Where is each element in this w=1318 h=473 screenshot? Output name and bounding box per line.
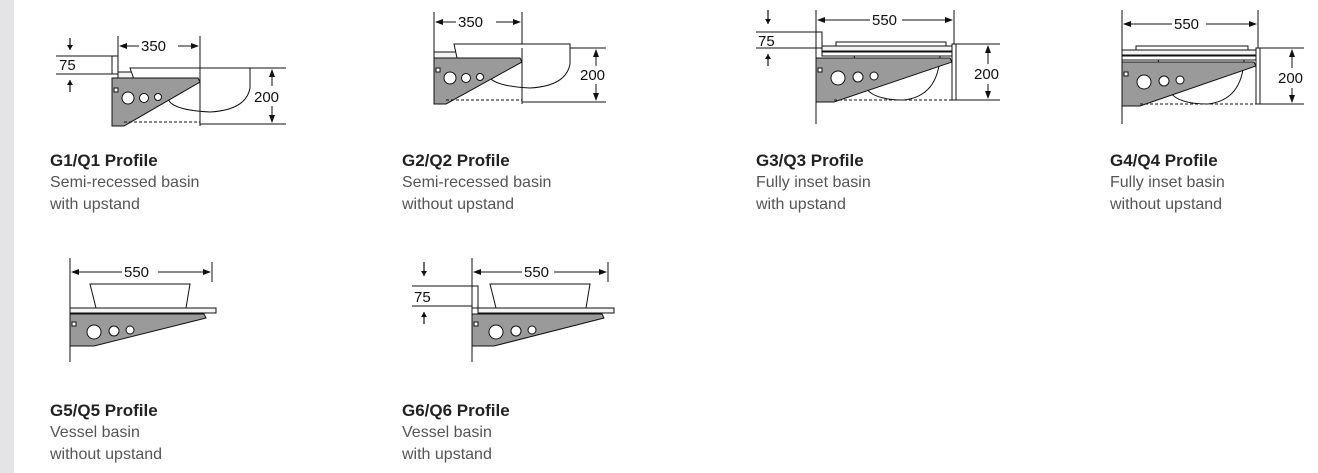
g4-line2: without upstand <box>1110 196 1223 213</box>
g6-upstand-dim: 75 <box>414 289 431 306</box>
g1-caption: G1/Q1 Profile Semi-recessed basin with u… <box>50 150 290 216</box>
g5-width-dim: 550 <box>124 264 149 281</box>
g1-width-dim: 350 <box>141 38 166 55</box>
g6-title: G6/Q6 Profile <box>402 401 510 420</box>
g1-title: G1/Q1 Profile <box>50 151 158 170</box>
g3-diagram: 75 550 <box>754 6 1014 126</box>
g6-line1: Vessel basin <box>402 424 492 441</box>
g4-diagram: 550 200 <box>1108 8 1318 128</box>
g1-line2: with upstand <box>50 196 140 213</box>
g5-line1: Vessel basin <box>50 424 140 441</box>
g2-depth-dim: 200 <box>580 67 605 84</box>
g3-depth-dim: 200 <box>974 66 999 83</box>
left-margin-strip <box>0 0 14 473</box>
g2-width-dim: 350 <box>458 14 483 31</box>
g2-diagram: 350 200 <box>400 8 650 108</box>
g6-width-dim: 550 <box>524 264 549 281</box>
g2-title: G2/Q2 Profile <box>402 151 510 170</box>
g1-depth-dim: 200 <box>254 89 279 106</box>
g6-caption: G6/Q6 Profile Vessel basin with upstand <box>402 400 642 466</box>
g3-width-dim: 550 <box>872 12 897 29</box>
g4-depth-dim: 200 <box>1278 70 1303 87</box>
g4-caption: G4/Q4 Profile Fully inset basin without … <box>1110 150 1318 216</box>
g4-title: G4/Q4 Profile <box>1110 151 1218 170</box>
g6-diagram: 75 550 <box>410 258 620 368</box>
g2-caption: G2/Q2 Profile Semi-recessed basin withou… <box>402 150 642 216</box>
g3-line1: Fully inset basin <box>756 174 871 191</box>
g4-line1: Fully inset basin <box>1110 174 1225 191</box>
g6-line2: with upstand <box>402 446 492 463</box>
g2-line1: Semi-recessed basin <box>402 174 552 191</box>
g4-width-dim: 550 <box>1174 16 1199 33</box>
g3-caption: G3/Q3 Profile Fully inset basin with ups… <box>756 150 996 216</box>
g1-diagram: 75 350 <box>50 30 300 130</box>
g2-line2: without upstand <box>402 196 515 213</box>
g5-title: G5/Q5 Profile <box>50 401 158 420</box>
g5-diagram: 550 <box>60 258 240 368</box>
g1-line1: Semi-recessed basin <box>50 174 200 191</box>
g3-line2: with upstand <box>756 196 846 213</box>
g5-caption: G5/Q5 Profile Vessel basin without upsta… <box>50 400 290 466</box>
g1-upstand-dim: 75 <box>59 57 76 74</box>
g3-upstand-dim: 75 <box>758 33 775 50</box>
g5-line2: without upstand <box>50 446 163 463</box>
g3-title: G3/Q3 Profile <box>756 151 864 170</box>
